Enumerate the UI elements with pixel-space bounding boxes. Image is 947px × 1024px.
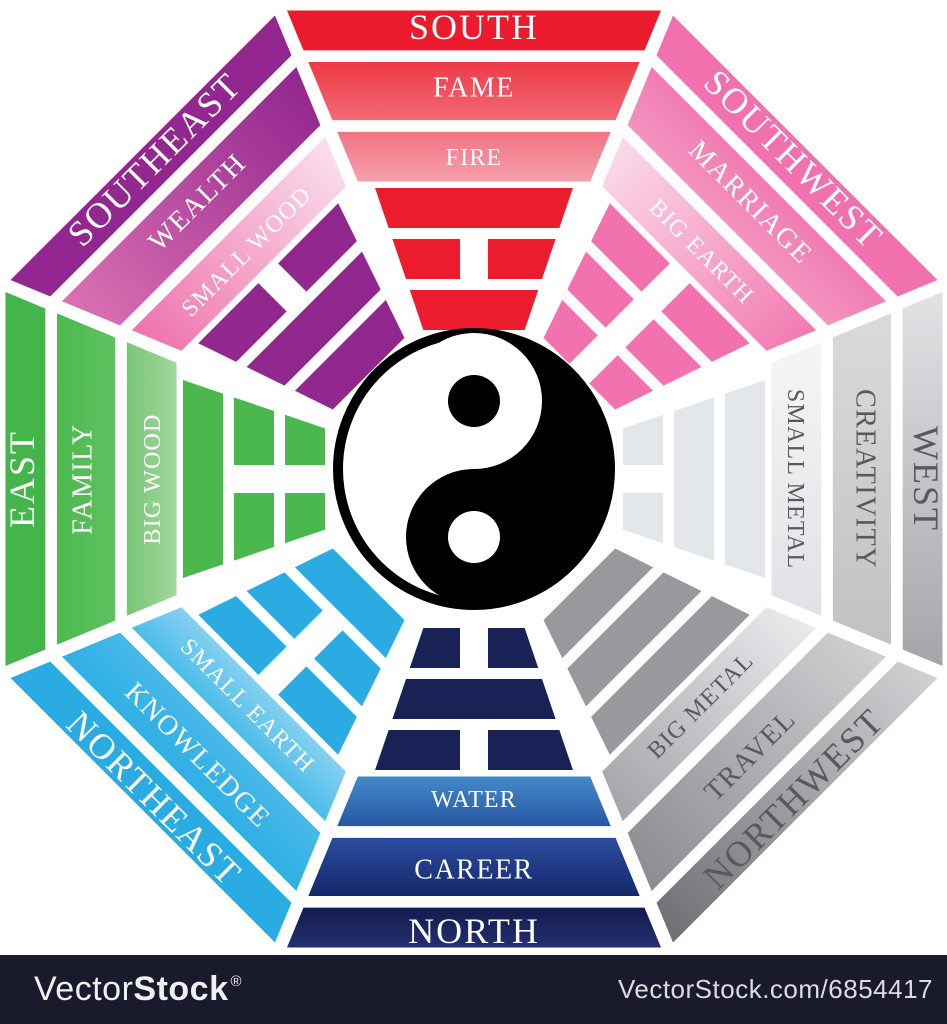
sector-west-element-band <box>771 335 822 623</box>
sector-northwest-trigram-bar <box>543 548 654 659</box>
sector-southeast-direction-band <box>5 10 297 302</box>
sector-north-trigram-bar <box>488 628 539 668</box>
sector-west-trigram-bar <box>674 397 714 561</box>
sector-northeast-trigram-bar <box>246 572 323 639</box>
sector-north-trigram-bar <box>409 628 460 668</box>
sector-south-trigram-bar <box>409 290 539 330</box>
sector-east-element-label: BIG WOOD <box>140 413 166 544</box>
sector-west-aspect-label: CREATIVITY <box>850 389 881 569</box>
sector-northeast-direction-band <box>5 656 297 948</box>
sector-separator <box>516 0 680 366</box>
sector-separator <box>268 0 432 366</box>
sector-northwest-direction-band <box>651 656 943 948</box>
sector-southeast-aspect-band <box>57 62 326 331</box>
sector-west-element-label: SMALL METAL <box>782 389 808 569</box>
sector-east-trigram-bar <box>234 397 274 465</box>
sector-east-trigram-bar <box>183 380 223 578</box>
sector-separator <box>587 276 947 437</box>
sector-southeast-trigram-bar <box>246 251 381 386</box>
sector-southeast-trigram-bar <box>198 283 287 362</box>
sector-north-trigram-bar <box>392 679 556 719</box>
vectorstock-logo: VectorStock® <box>34 970 242 1009</box>
sector-separator <box>269 592 432 955</box>
sector-east-trigram-bar <box>285 493 325 544</box>
sector-west-aspect-band <box>832 306 891 652</box>
sector-south-direction-label: SOUTH <box>409 7 539 47</box>
sector-east-element-band <box>126 335 177 623</box>
sector-northeast-trigram-bar <box>294 548 405 659</box>
sector-east-trigram-bar <box>234 493 274 561</box>
sector-southeast-trigram-bar <box>278 203 357 292</box>
sector-south-direction-band <box>279 10 669 51</box>
sector-south-aspect-label: FAME <box>433 73 515 104</box>
registered-mark: ® <box>230 973 243 990</box>
sector-north-element-label: WATER <box>431 787 517 813</box>
sector-south-trigram-bar <box>375 188 573 228</box>
sector-southwest-direction-band <box>651 10 943 302</box>
brand-light-text: Vector <box>34 970 134 1008</box>
yin-yang-light-dot <box>448 511 500 563</box>
sector-northeast-trigram-bar <box>198 596 287 675</box>
sector-west-trigram-bar <box>623 493 663 544</box>
sector-northeast-element-band <box>126 602 351 827</box>
sector-north-element-band <box>330 776 618 827</box>
sector-southwest-aspect-band <box>622 62 891 331</box>
sector-west-direction-label: WEST <box>906 426 946 532</box>
sector-east-aspect-label: FAMILY <box>68 423 99 534</box>
sector-west-trigram-bar <box>725 380 765 578</box>
sector-southwest-trigram-bar <box>567 251 634 328</box>
sector-separator <box>0 521 361 683</box>
sector-north-direction-label: NORTH <box>408 911 540 951</box>
watermark-bar: VectorStock® VectorStock.com/6854417 <box>0 955 947 1024</box>
sector-south-trigram-bar <box>392 239 460 279</box>
sector-northeast-trigram-bar <box>278 666 357 755</box>
sector-east-direction-band <box>5 284 46 674</box>
sector-separator <box>587 521 947 682</box>
sector-west-trigram-bar <box>623 414 663 465</box>
sector-southeast-trigram-bar <box>294 299 405 410</box>
sector-southwest-trigram-bar <box>589 355 654 410</box>
sector-south-trigram-bar <box>488 239 556 279</box>
brand-bold-text: Stock <box>133 970 229 1008</box>
sector-north-trigram-bar <box>488 730 573 770</box>
yin-yang-symbol <box>333 328 615 610</box>
sector-south-aspect-band <box>301 62 647 121</box>
watermark-url: VectorStock.com/6854417 <box>617 974 933 1004</box>
sector-southwest-trigram-bar <box>661 283 750 362</box>
sector-east-trigram-bar <box>285 414 325 465</box>
sector-northeast-aspect-band <box>57 627 326 896</box>
bands-layer <box>5 10 943 948</box>
sector-southwest-trigram-bar <box>543 299 598 364</box>
sector-southwest-trigram-bar <box>625 319 702 386</box>
separator-layer <box>0 0 947 955</box>
sector-south-element-band <box>330 131 618 182</box>
sector-southeast-element-band <box>126 131 351 356</box>
sector-separator <box>516 592 679 955</box>
sector-north-trigram-bar <box>375 730 460 770</box>
sector-northeast-trigram-bar <box>314 630 381 707</box>
sector-east-direction-label: EAST <box>2 430 42 528</box>
sector-north-aspect-band <box>301 837 647 896</box>
sector-south-element-label: FIRE <box>446 145 503 171</box>
trigram-layer <box>183 188 765 770</box>
sector-north-direction-band <box>279 907 669 948</box>
sector-northwest-trigram-bar <box>567 572 702 707</box>
sector-southwest-element-band <box>597 131 822 356</box>
sector-east-aspect-band <box>57 306 116 652</box>
sector-northwest-aspect-band <box>622 627 891 896</box>
sector-north-aspect-label: CAREER <box>414 855 533 886</box>
sector-northwest-element-band <box>597 602 822 827</box>
sector-southwest-trigram-bar <box>591 203 670 292</box>
sector-separator <box>0 275 361 437</box>
sector-northwest-trigram-bar <box>591 596 750 755</box>
sector-west-direction-band <box>902 284 943 674</box>
yin-yang-dark-dot <box>448 375 500 427</box>
